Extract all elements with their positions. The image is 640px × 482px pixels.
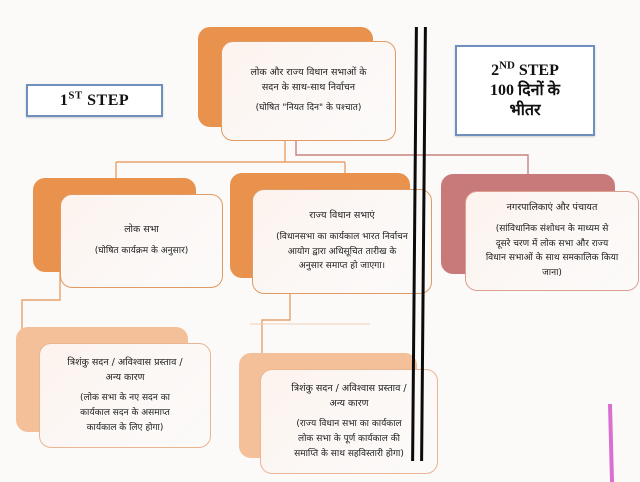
step-2-number: 2	[491, 61, 500, 79]
step-2-label: 2ND STEP 100 दिनों के भीतर	[455, 45, 595, 136]
card-subtitle: (लोक सभा के नए सदन का कार्यकाल सदन के अस…	[80, 393, 170, 433]
card-subtitle: (घोषित "नियत दिन" के पश्चात)	[255, 103, 362, 114]
card-face: लोक सभा (घोषित कार्यक्रम के अनुसार)	[60, 194, 223, 288]
card-hung-house-lok-sabha: त्रिशंकु सदन / अविश्वास प्रस्ताव / अन्य …	[16, 327, 211, 448]
card-simultaneous-elections: लोक और राज्य विधान सभाओं के सदन के साथ-स…	[198, 27, 396, 141]
card-municipalities-panchayats: नगरपालिकाएं और पंचायत (सांविधानिक संशोधन…	[441, 174, 639, 291]
step-1-word: STEP	[87, 91, 130, 109]
card-face: त्रिशंकु सदन / अविश्वास प्रस्ताव / अन्य …	[39, 343, 211, 448]
card-face: त्रिशंकु सदन / अविश्वास प्रस्ताव / अन्य …	[260, 369, 438, 474]
step-1-ordinal: ST	[68, 89, 83, 102]
step-1-label: 1ST STEP	[26, 84, 163, 117]
step-2-ordinal: ND	[499, 59, 515, 72]
card-subtitle: (सांविधानिक संशोधन के माध्यम से दूसरे चर…	[485, 224, 619, 278]
phase-divider	[411, 27, 427, 461]
divider-bar-left	[411, 27, 418, 461]
step-1-text: 1ST STEP	[59, 89, 130, 111]
step-2-text-line3: भीतर	[509, 101, 541, 119]
step-2-word: STEP	[518, 61, 559, 79]
card-lok-sabha: लोक सभा (घोषित कार्यक्रम के अनुसार)	[33, 178, 223, 288]
card-face: राज्य विधान सभाएं (विधानसभा का कार्यकाल …	[252, 189, 432, 294]
divider-bar-right	[420, 27, 427, 461]
step-2-text-line1: 2ND STEP	[491, 59, 559, 81]
card-face: लोक और राज्य विधान सभाओं के सदन के साथ-स…	[221, 41, 396, 141]
card-title: राज्य विधान सभाएं	[309, 210, 375, 222]
card-subtitle: (राज्य विधान सभा का कार्यकाल लोक सभा के …	[294, 419, 404, 459]
card-title: त्रिशंकु सदन / अविश्वास प्रस्ताव / अन्य …	[291, 382, 407, 409]
card-hung-house-vidhan-sabha: त्रिशंकु सदन / अविश्वास प्रस्ताव / अन्य …	[239, 353, 438, 474]
card-face: नगरपालिकाएं और पंचायत (सांविधानिक संशोधन…	[465, 191, 639, 291]
card-title: त्रिशंकु सदन / अविश्वास प्रस्ताव / अन्य …	[67, 356, 183, 383]
step-1-number: 1	[59, 91, 69, 109]
card-title: लोक और राज्य विधान सभाओं के सदन के साथ-स…	[250, 66, 367, 93]
step-2-text-line2: 100 दिनों के	[490, 81, 560, 99]
card-subtitle: (विधानसभा का कार्यकाल भारत निर्वाचन आयोग…	[276, 231, 408, 272]
card-rajya-vidhan-sabha: राज्य विधान सभाएं (विधानसभा का कार्यकाल …	[230, 173, 432, 294]
card-title: नगरपालिकाएं और पंचायत	[506, 202, 598, 214]
card-title: लोक सभा	[124, 224, 159, 236]
card-subtitle: (घोषित कार्यक्रम के अनुसार)	[94, 246, 189, 257]
magenta-accent-mark	[607, 404, 615, 482]
